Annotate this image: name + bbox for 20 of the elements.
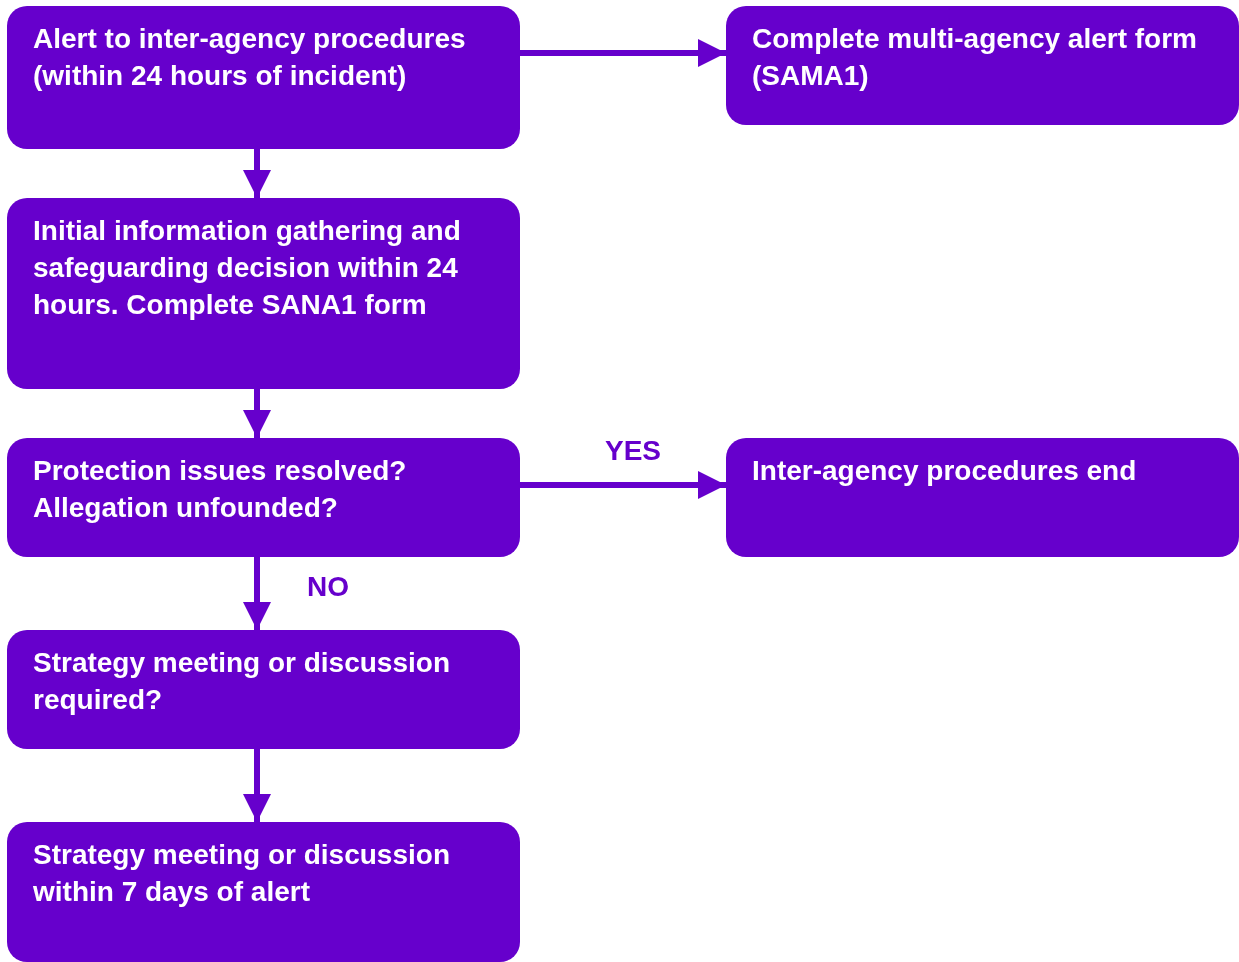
process-box bbox=[7, 822, 520, 962]
arrow bbox=[243, 389, 271, 438]
process-box bbox=[7, 198, 520, 389]
box-text: Initial information gathering and safeguarding decision within 24 hours. Complete SANA1 form bbox=[33, 214, 462, 322]
box-text: Strategy meeting or discussion within 7 days of alert bbox=[33, 838, 451, 909]
process-box bbox=[7, 438, 520, 557]
arrow bbox=[243, 149, 271, 198]
box-text: Inter-agency procedures end bbox=[752, 454, 1138, 488]
box-text: Protection issues resolved? Allegation unfounded? bbox=[33, 454, 408, 525]
process-box bbox=[7, 6, 520, 149]
process-box bbox=[7, 630, 520, 749]
process-box bbox=[726, 438, 1239, 557]
arrow bbox=[243, 749, 271, 822]
box-text: Alert to inter-agency procedures (within 24 hours of incident) bbox=[33, 22, 467, 93]
box-text: Strategy meeting or discussion required? bbox=[33, 646, 451, 717]
arrow bbox=[520, 39, 726, 67]
arrow bbox=[243, 557, 271, 630]
process-box bbox=[726, 6, 1239, 125]
box-text: Complete multi-agency alert form (SAMA1) bbox=[752, 22, 1198, 93]
arrow bbox=[520, 471, 726, 499]
